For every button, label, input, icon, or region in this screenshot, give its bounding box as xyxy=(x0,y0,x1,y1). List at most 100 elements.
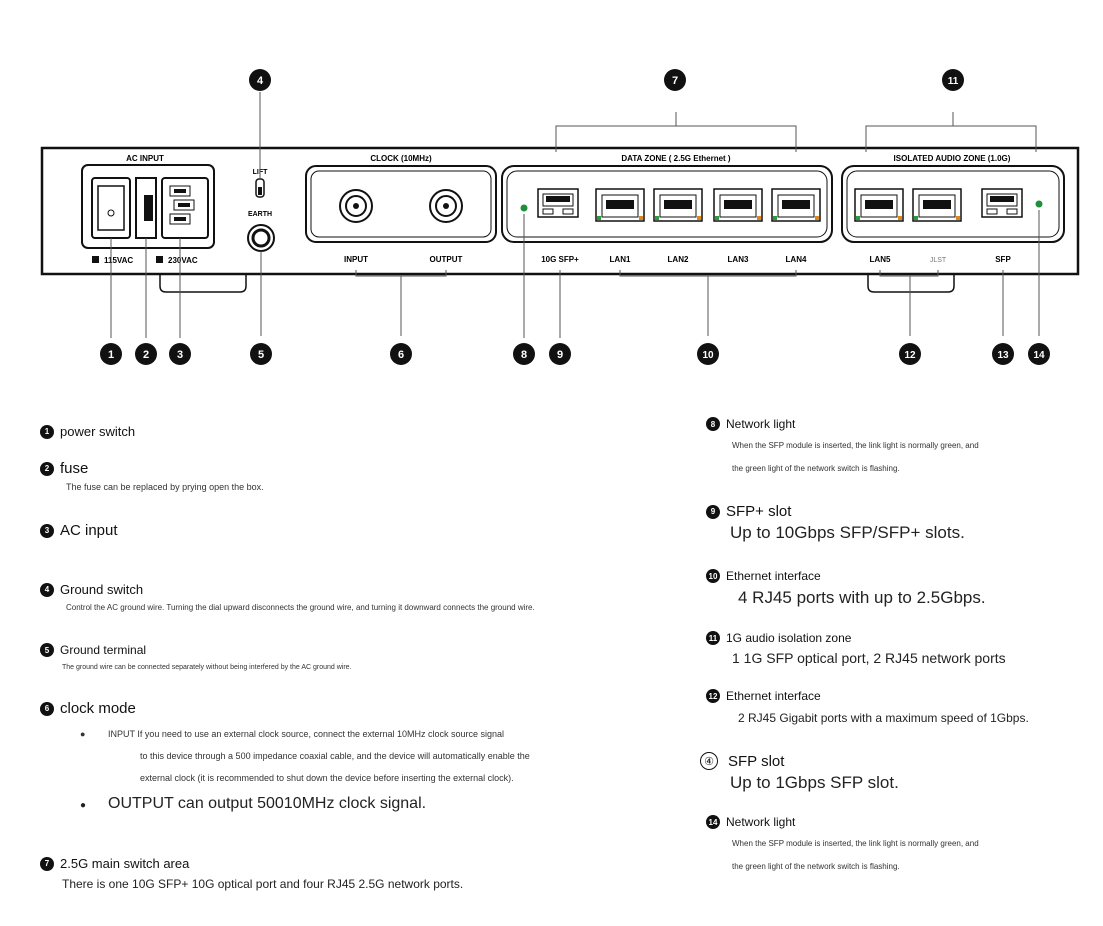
voltage-230: 230VAC xyxy=(168,256,198,265)
ac-socket xyxy=(161,177,209,239)
lan6-label: JLST xyxy=(930,257,947,264)
sfp-slot xyxy=(981,188,1023,218)
callout-10: 10 xyxy=(697,343,719,365)
ac-input-label: AC INPUT xyxy=(126,154,164,163)
svg-text:5: 5 xyxy=(258,349,264,361)
legend-bullet-input-line3: external clock (it is recommended to shu… xyxy=(140,773,514,783)
callout-badge: 1 xyxy=(40,424,54,439)
clock-output-bnc xyxy=(429,189,463,223)
legend-title: fuse xyxy=(60,460,89,477)
clock-input-bnc xyxy=(339,189,373,223)
legend-desc: There is one 10G SFP+ 10G optical port a… xyxy=(62,877,464,891)
callout-11: 11 xyxy=(942,69,964,91)
legend-item-7: 7 2.5G main switch area There is one 10G… xyxy=(40,856,463,892)
callout-badge: 7 xyxy=(40,856,54,871)
legend-item-12: 12 Ethernet interface 2 RJ45 Gigabit por… xyxy=(706,689,1029,726)
legend-item-6: 6 clock mode ●INPUT If you need to use a… xyxy=(40,700,530,817)
iso-zone-label: ISOLATED AUDIO ZONE (1.0G) xyxy=(894,154,1011,163)
svg-text:7: 7 xyxy=(672,75,678,87)
network-light-8 xyxy=(520,204,528,212)
legend-bullet-input: ●INPUT If you need to use an external cl… xyxy=(80,729,505,739)
svg-text:2: 2 xyxy=(143,349,149,361)
callout-badge: 6 xyxy=(40,701,54,716)
legend-title: clock mode xyxy=(60,700,136,717)
callout-9: 9 xyxy=(549,343,571,365)
clock-output-label: OUTPUT xyxy=(430,255,463,264)
network-light-14 xyxy=(1035,200,1043,208)
callout-4: 4 xyxy=(249,69,271,91)
callout-badge: 4 xyxy=(40,582,54,597)
lan3-label: LAN3 xyxy=(728,255,749,264)
callout-1: 1 xyxy=(100,343,122,365)
legend-item-8: 8 Network light When the SFP module is i… xyxy=(706,417,979,476)
legend-desc-line1: When the SFP module is inserted, the lin… xyxy=(732,441,979,450)
foot-right xyxy=(867,274,955,293)
legend-title: Ethernet interface xyxy=(726,689,821,703)
legend-item-10: 10 Ethernet interface 4 RJ45 ports with … xyxy=(706,569,986,609)
svg-text:4: 4 xyxy=(257,75,264,87)
lan4-label: LAN4 xyxy=(786,255,807,264)
legend-item-9: 9 SFP+ slot Up to 10Gbps SFP/SFP+ slots. xyxy=(706,503,965,544)
legend-desc: Up to 1Gbps SFP slot. xyxy=(730,773,899,792)
lan1-port xyxy=(595,188,645,222)
sfp-label: SFP xyxy=(995,255,1011,264)
svg-text:12: 12 xyxy=(904,350,916,361)
lan5-port xyxy=(854,188,904,222)
svg-text:13: 13 xyxy=(997,350,1009,361)
lan4-port xyxy=(771,188,821,222)
callout-5: 5 xyxy=(250,343,272,365)
legend-desc: 1 1G SFP optical port, 2 RJ45 network po… xyxy=(732,650,1006,666)
legend-item-3: 3 AC input xyxy=(40,522,118,539)
callout-6: 6 xyxy=(390,343,412,365)
legend-desc: 4 RJ45 ports with up to 2.5Gbps. xyxy=(738,588,986,607)
callout-badge: 8 xyxy=(706,417,720,431)
legend-title: Ethernet interface xyxy=(726,569,821,583)
callout-14: 14 xyxy=(1028,343,1050,365)
earth-label: EARTH xyxy=(248,211,272,218)
callout-13: 13 xyxy=(992,343,1014,365)
legend-item-4: 4 Ground switch Control the AC ground wi… xyxy=(40,582,535,615)
legend-item-5: 5 Ground terminal The ground wire can be… xyxy=(40,643,352,675)
clock-input-label: INPUT xyxy=(344,255,368,264)
sfp-plus-slot xyxy=(537,188,579,218)
legend-title: SFP slot xyxy=(728,752,785,770)
svg-text:3: 3 xyxy=(177,349,183,361)
legend-desc: The fuse can be replaced by prying open … xyxy=(66,482,264,492)
clock-frame xyxy=(305,165,497,243)
callout-2: 2 xyxy=(135,343,157,365)
callout-badge-outline: ④ xyxy=(700,752,718,770)
legend-desc: The ground wire can be connected separat… xyxy=(62,664,352,671)
lan2-port xyxy=(653,188,703,222)
legend-bullet-input-line2: to this device through a 500 impedance c… xyxy=(140,751,530,761)
svg-text:10: 10 xyxy=(702,350,714,361)
callout-badge: 2 xyxy=(40,461,54,476)
svg-text:14: 14 xyxy=(1033,350,1045,361)
voltage-115: 115VAC xyxy=(104,256,133,265)
legend-title: 2.5G main switch area xyxy=(60,856,190,871)
callout-8: 8 xyxy=(513,343,535,365)
legend-item-14: 14 Network light When the SFP module is … xyxy=(706,815,979,874)
svg-text:11: 11 xyxy=(948,76,959,87)
legend-bullet-output: ●OUTPUT can output 50010MHz clock signal… xyxy=(80,795,427,812)
callout-badge: 14 xyxy=(706,815,720,829)
legend-desc: Control the AC ground wire. Turning the … xyxy=(66,603,535,612)
legend-item-11: 11 1G audio isolation zone 1 1G SFP opti… xyxy=(706,631,1006,666)
legend-title: Network light xyxy=(726,815,796,829)
data-zone-frame xyxy=(501,165,833,243)
legend-desc: 2 RJ45 Gigabit ports with a maximum spee… xyxy=(738,711,1029,725)
callout-12: 12 xyxy=(899,343,921,365)
legend-item-2: 2 fuse The fuse can be replaced by pryin… xyxy=(40,460,264,495)
ground-switch xyxy=(255,178,265,198)
lan2-label: LAN2 xyxy=(668,255,689,264)
ac-input-frame xyxy=(81,164,215,249)
svg-text:6: 6 xyxy=(398,349,404,361)
sfp-plus-label: 10G SFP+ xyxy=(541,255,579,264)
callout-7: 7 xyxy=(664,69,686,91)
callout-badge: 12 xyxy=(706,689,720,703)
clock-label: CLOCK (10MHz) xyxy=(370,154,432,163)
svg-text:9: 9 xyxy=(557,349,563,361)
callout-3: 3 xyxy=(169,343,191,365)
callout-badge: 10 xyxy=(706,569,720,583)
callout-badge: 11 xyxy=(706,631,720,645)
svg-text:1: 1 xyxy=(108,349,114,361)
